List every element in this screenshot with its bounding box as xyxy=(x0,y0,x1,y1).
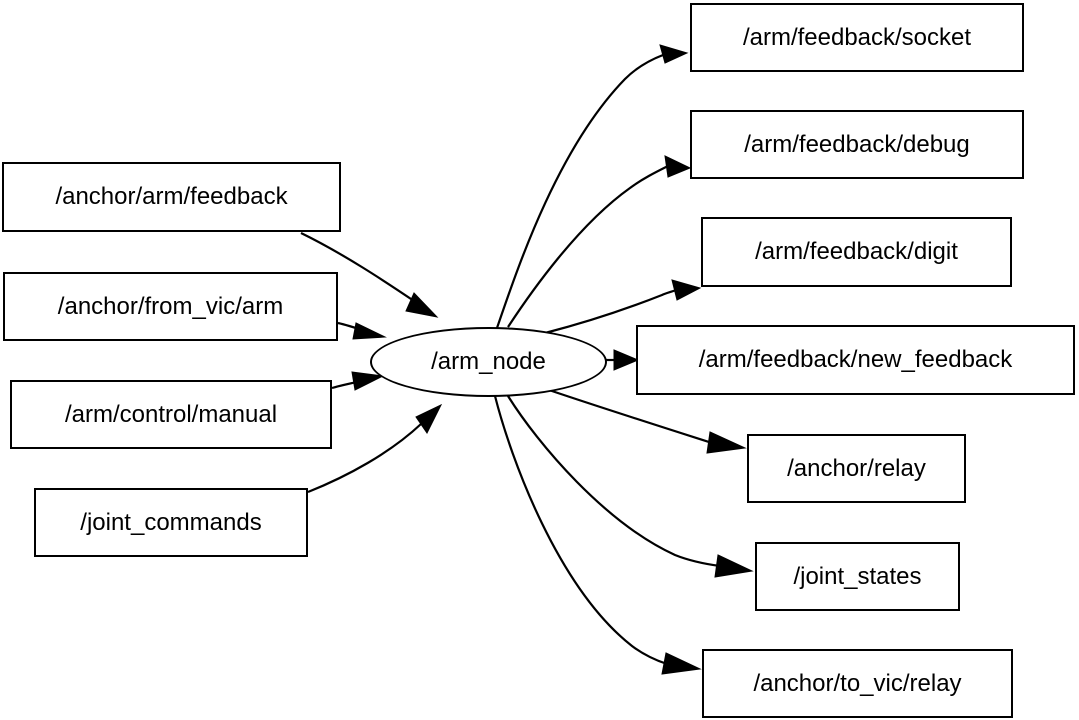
edge-arm-node-to-anchor-to-vic-relay xyxy=(493,395,702,675)
edge-joint-commands-to-arm-node xyxy=(307,403,443,494)
node-label: /arm/control/manual xyxy=(64,400,278,428)
edge-arm-node-to-anchor-relay xyxy=(545,387,747,454)
edge-anchor-from-vic-arm-to-arm-node xyxy=(337,321,387,340)
node-label: /arm/feedback/debug xyxy=(744,130,970,158)
edge-arm-node-to-joint-states xyxy=(507,395,754,578)
node-joint-states[interactable]: /joint_states xyxy=(755,542,960,611)
node-arm-feedback-socket[interactable]: /arm/feedback/socket xyxy=(690,3,1024,72)
node-arm-feedback-digit[interactable]: /arm/feedback/digit xyxy=(701,217,1012,287)
node-label: /anchor/to_vic/relay xyxy=(753,669,962,697)
node-label: /anchor/relay xyxy=(787,454,926,482)
node-anchor-from-vic-arm[interactable]: /anchor/from_vic/arm xyxy=(3,272,338,341)
node-anchor-relay[interactable]: /anchor/relay xyxy=(747,434,966,503)
node-anchor-arm-feedback[interactable]: /anchor/arm/feedback xyxy=(2,162,341,232)
node-label: /joint_states xyxy=(793,562,922,590)
node-joint-commands[interactable]: /joint_commands xyxy=(34,488,308,557)
node-label: /joint_commands xyxy=(80,508,262,536)
node-label: /arm/feedback/socket xyxy=(742,23,972,51)
node-label: /arm/feedback/digit xyxy=(755,238,958,265)
edge-arm-control-manual-to-arm-node xyxy=(331,371,385,391)
node-label: /anchor/from_vic/arm xyxy=(57,292,284,320)
node-anchor-to-vic-relay[interactable]: /anchor/to_vic/relay xyxy=(702,649,1013,718)
node-arm-control-manual[interactable]: /arm/control/manual xyxy=(10,380,332,449)
node-arm-feedback-new-feedback[interactable]: /arm/feedback/new_feedback xyxy=(636,325,1075,395)
edge-arm-node-to-arm-feedback-digit xyxy=(544,279,702,335)
edge-arm-node-to-arm-feedback-socket xyxy=(495,44,689,329)
node-label: /anchor/arm/feedback xyxy=(55,183,288,210)
node-label: /arm/feedback/new_feedback xyxy=(698,346,1013,373)
edge-arm-node-to-arm-feedback-new-feedback xyxy=(606,349,640,371)
node-arm-feedback-debug[interactable]: /arm/feedback/debug xyxy=(690,110,1024,179)
node-label: /arm_node xyxy=(431,348,546,375)
edge-arm-node-to-arm-feedback-debug xyxy=(507,155,692,328)
edge-anchor-arm-feedback-to-arm-node xyxy=(300,232,439,318)
node-arm-node[interactable]: /arm_node xyxy=(370,327,607,397)
